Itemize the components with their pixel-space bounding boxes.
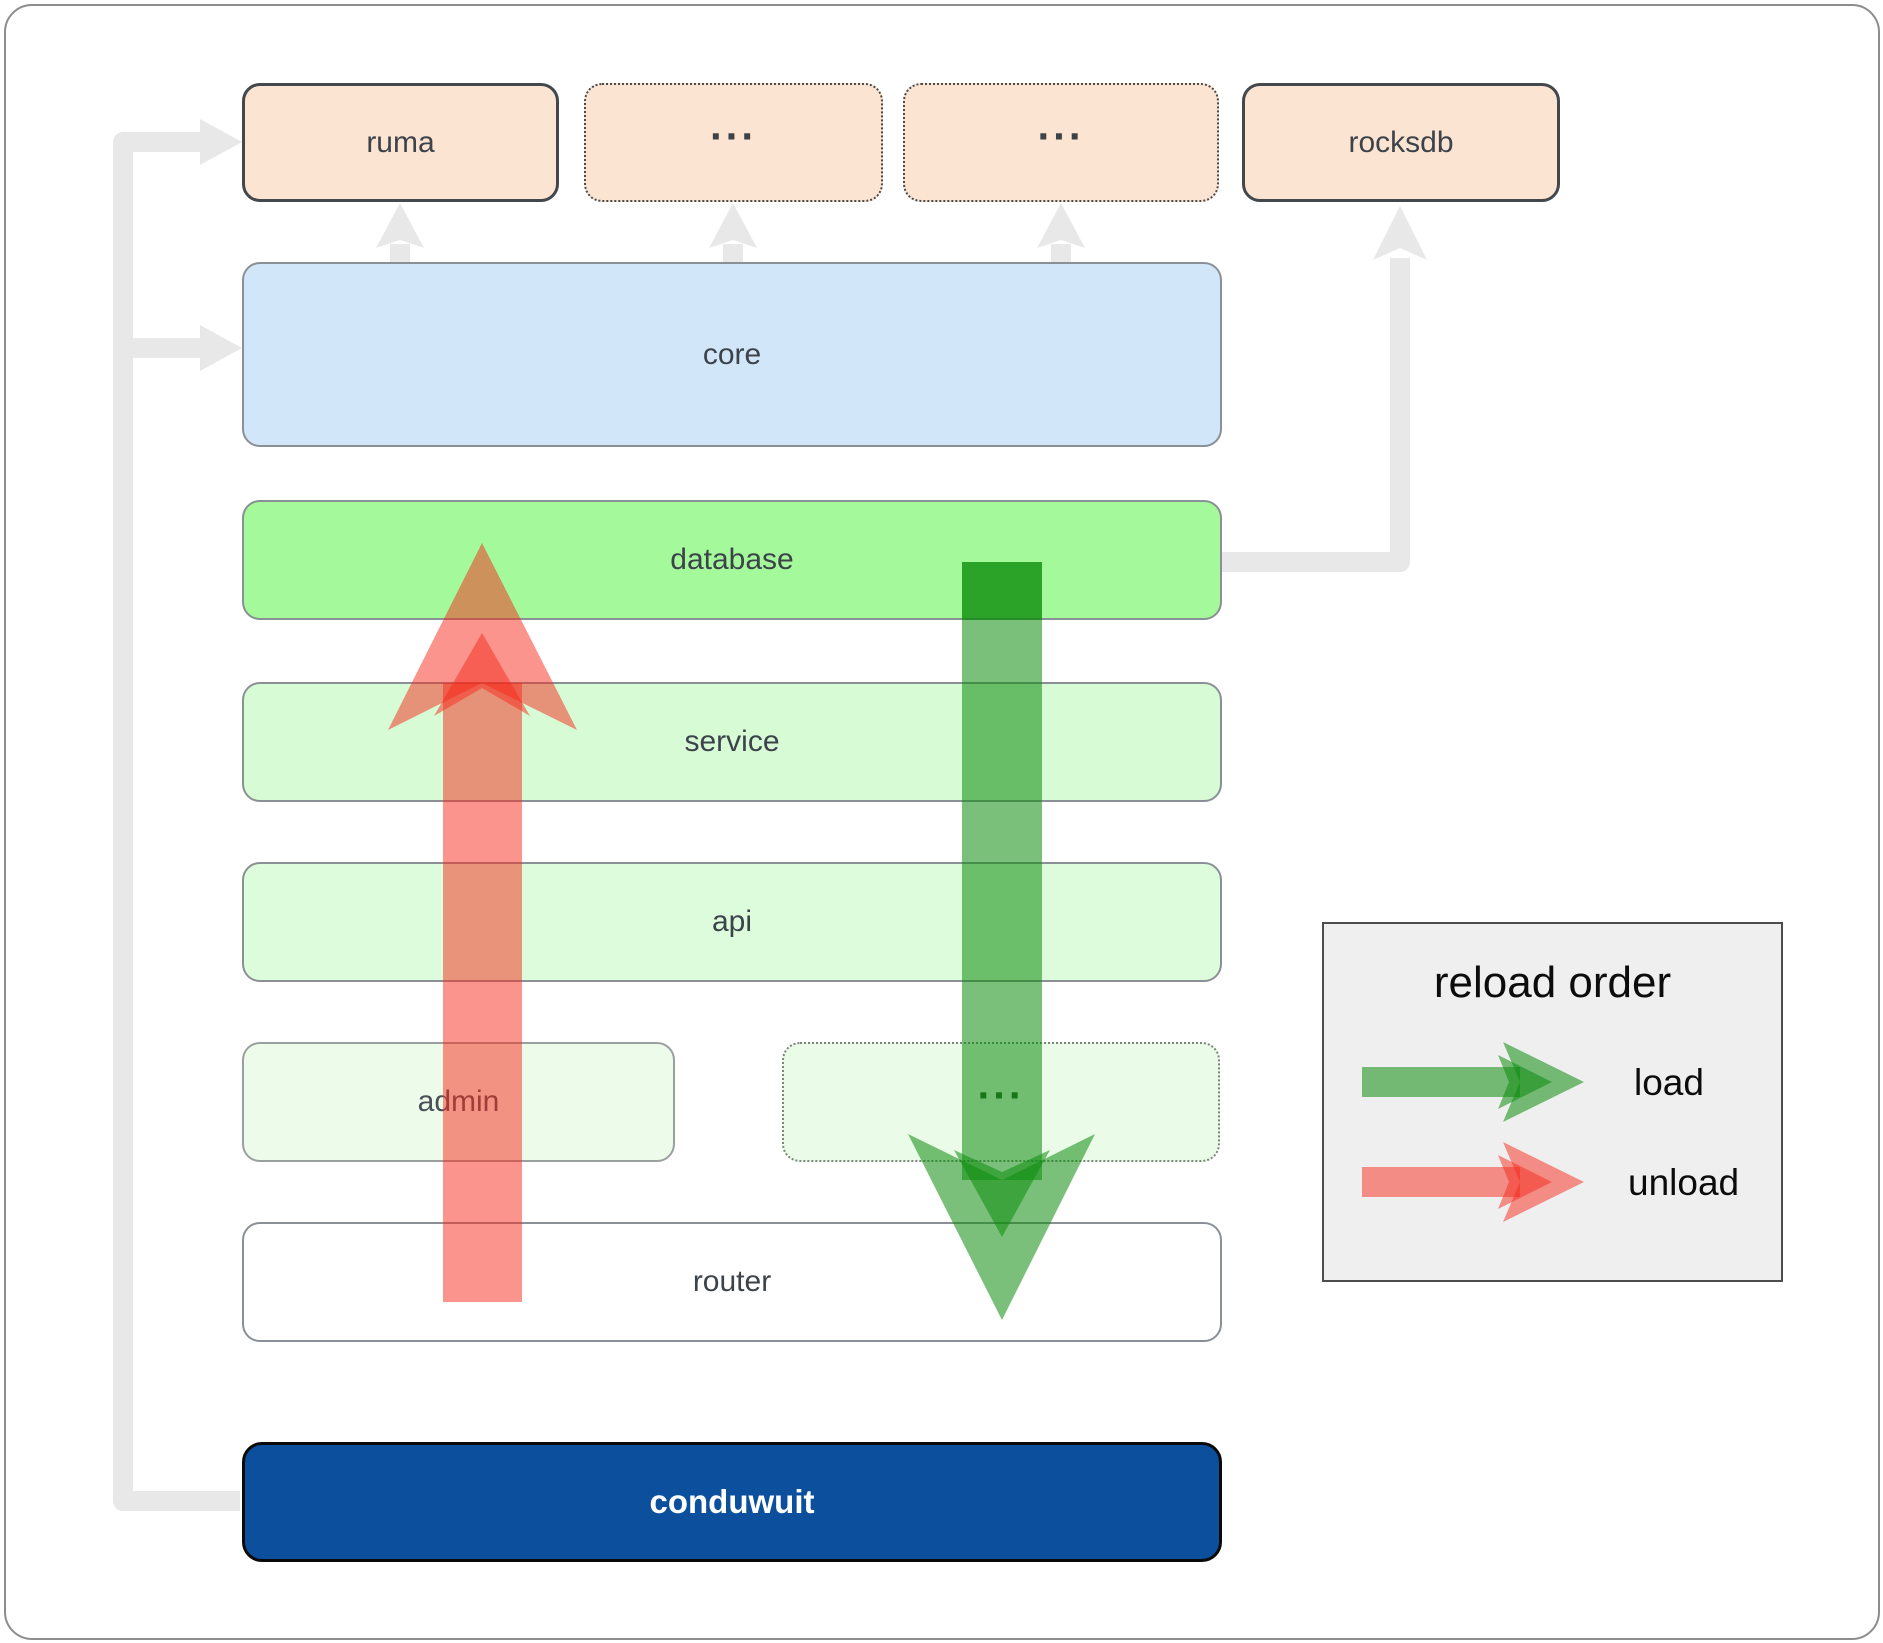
legend-title: reload order (1433, 958, 1672, 1007)
box-ruma-label: ruma (366, 125, 435, 159)
box-router: router (242, 1222, 1222, 1342)
box-ruma: ruma (242, 83, 559, 202)
box-core-label: core (702, 337, 762, 371)
box-ellipsis-2-label: ... (1037, 101, 1085, 149)
box-api: api (242, 862, 1222, 982)
box-service-label: service (684, 725, 780, 758)
legend-load-label: load (1634, 1062, 1704, 1103)
legend-unload-label: unload (1628, 1162, 1740, 1203)
box-ellipsis-1: ... (584, 83, 883, 202)
box-conduwuit: conduwuit (242, 1442, 1222, 1562)
box-admin-label: admin (417, 1085, 500, 1118)
box-api-label: api (711, 905, 753, 938)
box-database: database (242, 500, 1222, 620)
legend-reload-order: reload order load unload (1322, 922, 1783, 1282)
outer-frame (4, 4, 1880, 1640)
box-database-label: database (670, 543, 794, 576)
box-ellipsis-3-label: ... (977, 1060, 1025, 1108)
box-rocksdb: rocksdb (1242, 83, 1560, 202)
box-rocksdb-label: rocksdb (1348, 125, 1454, 159)
box-ellipsis-1-label: ... (709, 101, 757, 149)
box-ellipsis-2: ... (903, 83, 1219, 202)
box-router-label: router (692, 1265, 772, 1298)
box-ellipsis-3: ... (782, 1042, 1220, 1162)
box-conduwuit-label: conduwuit (649, 1483, 815, 1520)
box-service: service (242, 682, 1222, 802)
box-core: core (242, 262, 1222, 447)
box-admin: admin (242, 1042, 675, 1162)
